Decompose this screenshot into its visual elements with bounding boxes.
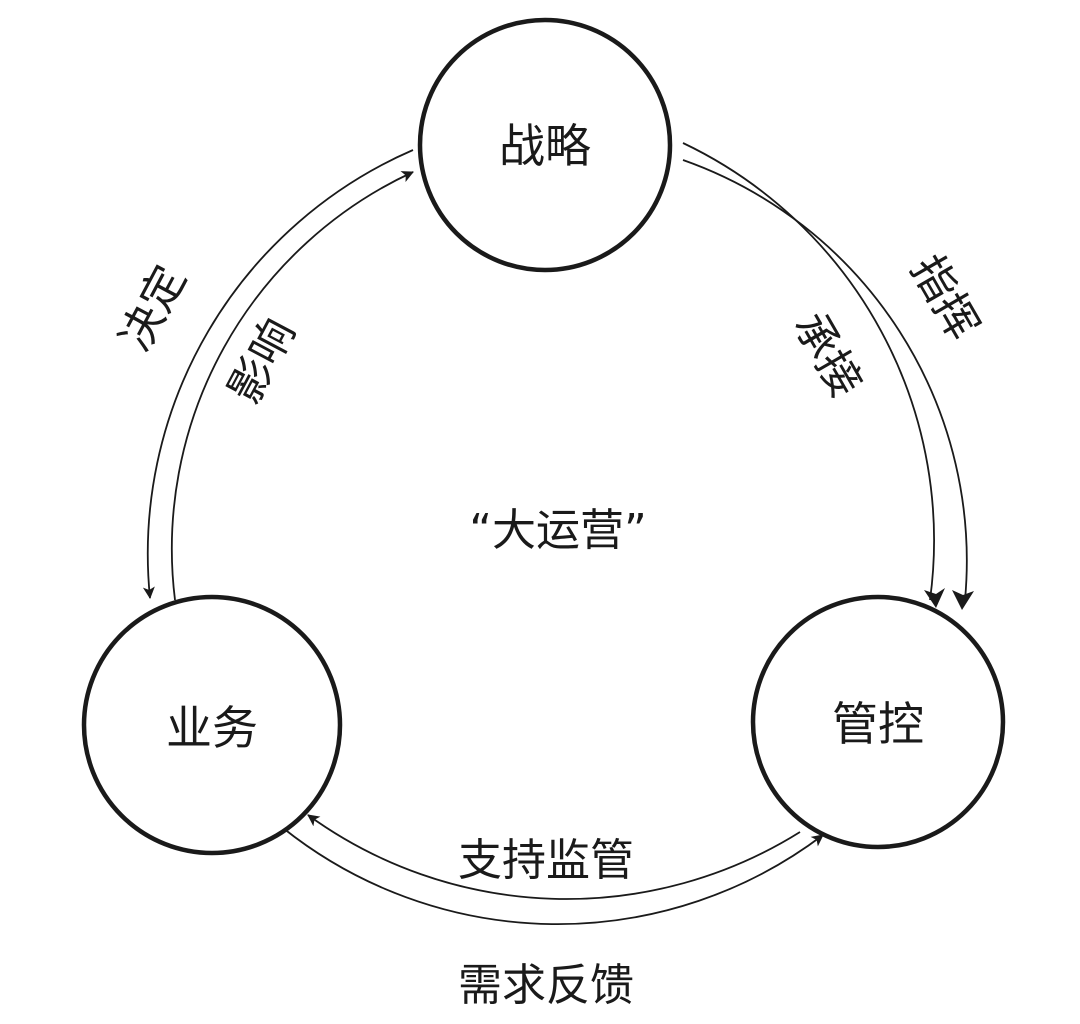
- arrowhead-into-control-outer: [924, 588, 945, 608]
- edge-label-control-to-business: 支持监管: [458, 835, 634, 886]
- arrow-business-to-control: [282, 827, 824, 925]
- arrow-control-to-strategy: [682, 159, 968, 601]
- edge-label-strategy-to-control: 指挥: [900, 247, 988, 349]
- node-control-label: 管控: [832, 697, 924, 751]
- arrow-strategy-to-business: [142, 149, 414, 599]
- edge-label-business-to-strategy: 影响: [219, 310, 305, 412]
- arrow-strategy-to-control: [682, 142, 935, 601]
- center-label: “大运营”: [469, 505, 647, 556]
- arrow-business-to-strategy: [170, 171, 414, 601]
- node-business-label: 业务: [166, 701, 258, 755]
- edge-label-control-to-strategy: 承接: [783, 304, 871, 406]
- arrowhead-into-control-inner: [952, 590, 974, 610]
- node-strategy-label: 战略: [499, 119, 591, 173]
- node-control: 管控: [750, 594, 1006, 850]
- edge-label-strategy-to-business: 决定: [110, 257, 196, 359]
- edge-label-business-to-control: 需求反馈: [458, 960, 634, 1011]
- node-strategy: 战略: [417, 17, 673, 273]
- arrow-control-to-business: [307, 814, 801, 900]
- node-business: 业务: [81, 594, 343, 856]
